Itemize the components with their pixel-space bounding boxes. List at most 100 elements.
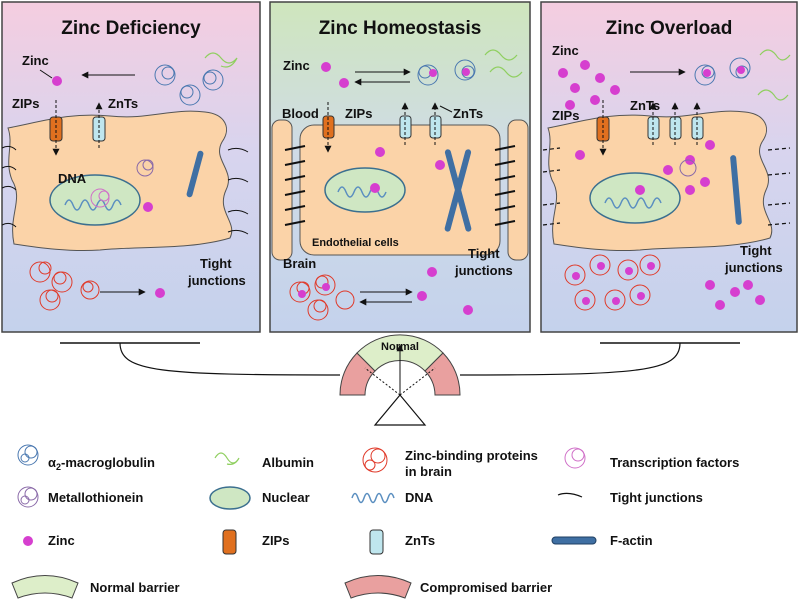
zinc-ion [370, 183, 380, 193]
panel-zinc-homeostasis: Zinc Homeostasis Blood ZIPs ZnTs Zinc [269, 1, 531, 333]
nucleus [324, 167, 406, 213]
alpha2-macroglobulin-icon [17, 444, 39, 466]
fulcrum [373, 394, 427, 426]
legend-zinc: Zinc [48, 533, 75, 548]
zinc-binding-proteins [564, 254, 661, 311]
legend-normal-barrier: Normal barrier [90, 580, 180, 595]
compromised-barrier-icon [344, 575, 412, 599]
zinc-ion [143, 202, 153, 212]
tight-junctions [542, 147, 791, 226]
tight-junctions-icon [557, 492, 583, 498]
label-znts: ZnTs [453, 106, 483, 121]
f-actin-icon [551, 536, 597, 545]
zinc-binding-proteins [289, 274, 355, 321]
zinc-ions-cell [575, 140, 715, 195]
albumin [484, 49, 523, 78]
panel-title: Zinc Overload [606, 18, 733, 39]
zinc-ion [463, 305, 473, 315]
compromised-barrier-arc [424, 352, 461, 396]
legend-f-actin: F-actin [610, 533, 653, 548]
label-zinc: Zinc [283, 58, 310, 73]
label-znts: ZnTs [630, 98, 660, 113]
zinc-ion [737, 66, 745, 74]
znts-icon [369, 529, 384, 555]
zips-icon [222, 529, 237, 555]
zinc-ion [429, 69, 437, 77]
label-tight-junctions: junctions [187, 273, 246, 288]
f-actin [444, 149, 472, 232]
legend: α2-macroglobulin Albumin Zinc-binding pr… [11, 444, 739, 599]
zinc-ion [462, 68, 470, 76]
tight-junctions [1, 145, 249, 235]
panel-title: Zinc Deficiency [61, 18, 201, 39]
panel-title: Zinc Homeostasis [319, 18, 482, 39]
dna [604, 197, 662, 209]
legend-nuclear: Nuclear [262, 490, 310, 505]
legend-metallothionein: Metallothionein [48, 490, 143, 505]
zinc-ion [298, 290, 306, 298]
label-tight-junctions: Tight [468, 246, 500, 261]
dna [64, 199, 122, 211]
metallothionein [136, 159, 154, 177]
legend-tight-junctions: Tight junctions [610, 490, 703, 505]
legend-compromised-barrier: Compromised barrier [420, 580, 552, 595]
label-znts: ZnTs [108, 96, 138, 111]
metallothionein-icon [17, 486, 39, 508]
label-zinc: Zinc [552, 43, 579, 58]
zinc-ion [321, 62, 331, 72]
zinc-ion [417, 291, 427, 301]
f-actin [730, 155, 742, 225]
panel-zinc-deficiency: Zinc Deficiency DNA ZIPs ZnTs Zinc [1, 1, 261, 333]
nuclear-icon [209, 486, 251, 510]
label-blood: Blood [282, 106, 319, 121]
label-tight-junctions: junctions [454, 263, 513, 278]
zinc-ions-blood [558, 60, 620, 110]
zinc-ion [635, 185, 645, 195]
label-tight-junctions: Tight [740, 243, 772, 258]
dna-icon [351, 492, 395, 504]
nucleus [49, 174, 141, 226]
legend-transcription-factors: Transcription factors [610, 455, 739, 470]
label-zips: ZIPs [345, 106, 372, 121]
label-zips: ZIPs [12, 96, 39, 111]
zinc-ion [375, 147, 385, 157]
albumin [204, 52, 238, 68]
albumin [757, 49, 791, 101]
alpha2-macroglobulin [417, 59, 476, 86]
legend-zips: ZIPs [262, 533, 289, 548]
alpha2-macroglobulin [154, 64, 224, 106]
label-zinc: Zinc [22, 53, 49, 68]
zinc-ion [155, 288, 165, 298]
tight-junctions [284, 145, 516, 226]
legend-alpha2-macroglobulin: α2-macroglobulin [48, 455, 155, 472]
zinc-icon [23, 536, 33, 546]
zinc-binding-proteins [29, 261, 100, 311]
zinc-ion [427, 267, 437, 277]
label-dna: DNA [58, 171, 87, 186]
panel-zinc-overload: Zinc Overload ZIPs ZnTs Zinc [540, 1, 798, 333]
legend-dna: DNA [405, 490, 434, 505]
nucleus [589, 172, 681, 224]
label-tight-junctions: Tight [200, 256, 232, 271]
label-zips: ZIPs [552, 108, 579, 123]
zinc-ion [52, 76, 62, 86]
balance-scale: Normal [60, 334, 740, 426]
normal-barrier-icon [11, 575, 79, 599]
legend-albumin: Albumin [262, 455, 314, 470]
f-actin [186, 150, 204, 198]
transcription-factor [90, 188, 110, 208]
zinc-ion [435, 160, 445, 170]
label-endothelial-cells: Endothelial cells [312, 237, 399, 249]
zinc-ions-brain [572, 262, 765, 310]
legend-zinc-binding-proteins: Zinc-binding proteins [405, 448, 538, 463]
zinc-ion [322, 283, 330, 291]
legend-znts: ZnTs [405, 533, 435, 548]
albumin-icon [214, 452, 240, 465]
legend-zinc-binding-proteins-2: in brain [405, 464, 452, 479]
metallothionein [679, 159, 697, 177]
label-brain: Brain [283, 256, 316, 271]
zinc-ion [703, 69, 711, 77]
transcription-factors-icon [564, 447, 586, 469]
alpha2-macroglobulin [694, 57, 751, 86]
